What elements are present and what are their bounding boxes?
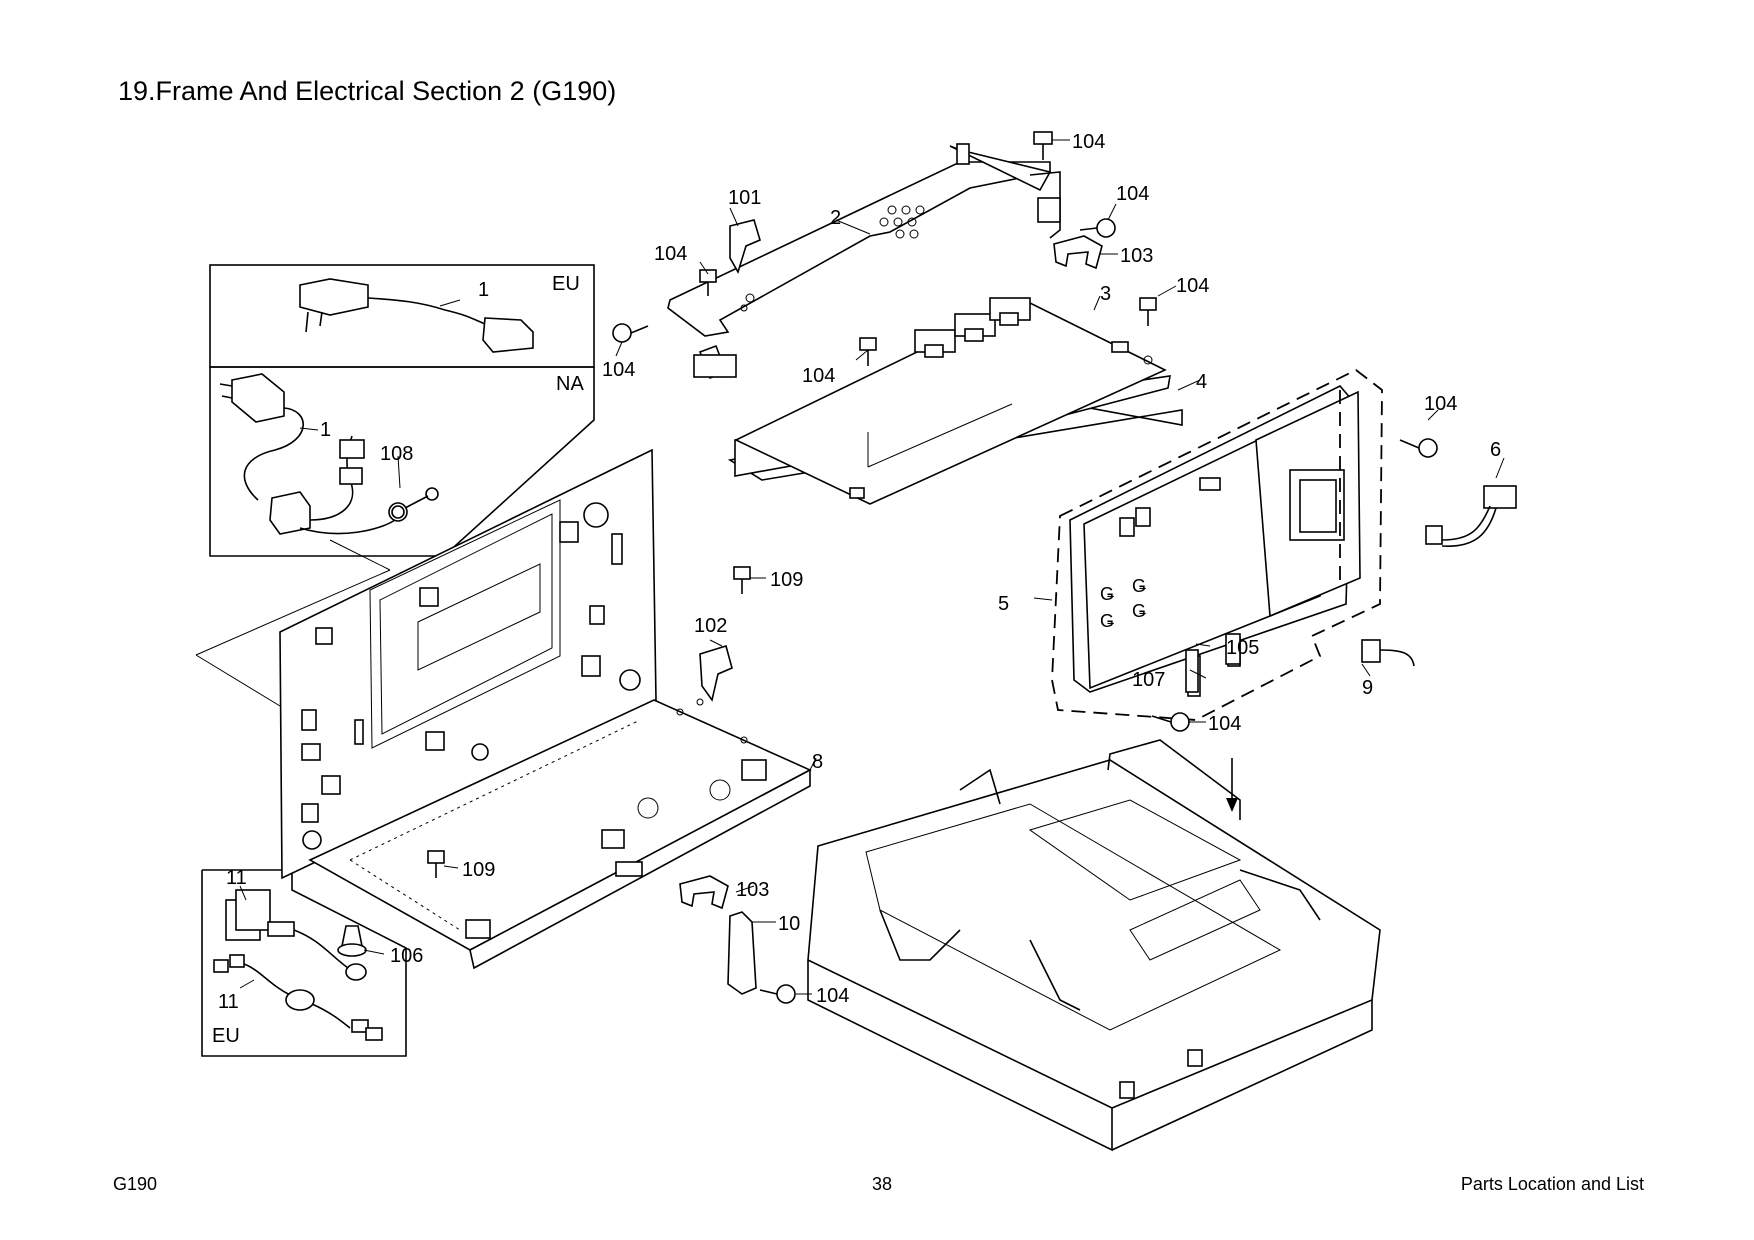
- callout-4: 4: [1196, 371, 1207, 393]
- screw-104-rear: [1399, 438, 1438, 458]
- callout-104: 104: [1072, 131, 1105, 153]
- callout-108: 108: [380, 443, 413, 465]
- screw-109-upper: [733, 566, 751, 594]
- callout-5: 5: [998, 593, 1009, 615]
- na-power-cord: [219, 373, 439, 535]
- inset-label-na: NA: [556, 373, 584, 395]
- page-number: 38: [872, 1174, 893, 1194]
- callout-labels: 104 104 103 101 2 104 104 104 104 3 4 10…: [212, 131, 1501, 1047]
- ground-screw-108: [391, 505, 405, 519]
- screw-104-board-right: [1139, 297, 1157, 326]
- callout-102: 102: [694, 615, 727, 637]
- spacer-105: [1225, 633, 1241, 665]
- rear-panel-assembly: Ǥ Ǥ Ǥ Ǥ: [1051, 368, 1517, 721]
- inset-label-eu: EU: [552, 273, 580, 295]
- clamp-102: [699, 644, 733, 702]
- callout-11: 11: [218, 991, 239, 1013]
- callout-104: 104: [1176, 275, 1209, 297]
- main-frame-plate: [279, 448, 657, 880]
- bottom-tray-frame: [807, 739, 1381, 1152]
- callout-104: 104: [816, 985, 849, 1007]
- callout-109: 109: [770, 569, 803, 591]
- callout-10: 11: [226, 867, 247, 889]
- callout-3: 3: [1100, 283, 1111, 305]
- leader-lines: [239, 139, 1505, 995]
- inset-label-eu-bottom: EU: [212, 1025, 240, 1047]
- base-frame: [308, 698, 812, 970]
- screw-104-right-top: [1079, 218, 1116, 238]
- callout-103: 103: [1120, 245, 1153, 267]
- callout-1: 1: [320, 419, 331, 441]
- callout-8: 8: [812, 751, 823, 773]
- svg-text:Ǥ: Ǥ: [1100, 611, 1114, 631]
- screw-104-left: [612, 323, 649, 343]
- screw-104-rear-bottom: [1151, 712, 1190, 732]
- callout-104: 104: [654, 243, 687, 265]
- svg-text:Ǥ: Ǥ: [1132, 601, 1146, 621]
- callout-104: 104: [1208, 713, 1241, 735]
- callout-103: 103: [736, 879, 769, 901]
- foot-106: [337, 925, 367, 957]
- eu-power-cord: [299, 278, 534, 353]
- callout-104: 104: [1424, 393, 1457, 415]
- upper-bracket: [667, 143, 1061, 380]
- footer-section-name: Parts Location and List: [1460, 1174, 1644, 1194]
- callout-104: 104: [1116, 183, 1149, 205]
- screw-104-left-top: [699, 269, 717, 296]
- bracket-9: [727, 911, 757, 995]
- screw-109-lower: [427, 850, 445, 878]
- screw-104-top: [1033, 131, 1053, 160]
- page-title: 19.Frame And Electrical Section 2 (G190): [118, 76, 617, 106]
- clamp-103-bottom: [679, 875, 729, 910]
- callout-9: 10: [778, 913, 800, 935]
- callout-104: 104: [602, 359, 635, 381]
- power-cord-inset: [195, 264, 595, 707]
- circuit-boards: [727, 297, 1183, 505]
- screw-104-board: [859, 337, 877, 366]
- clamp-103-top: [1053, 235, 1103, 270]
- screw-104-bracket9: [759, 984, 796, 1004]
- svg-text:Ǥ: Ǥ: [1132, 576, 1146, 596]
- callout-105: 105: [1226, 637, 1259, 659]
- svg-text:Ǥ: Ǥ: [1100, 584, 1114, 604]
- clamp-101: [729, 219, 761, 275]
- callout-107: 107: [1132, 669, 1165, 691]
- callout-1: 1: [478, 279, 489, 301]
- callout-104: 104: [802, 365, 835, 387]
- footer-model: G190: [113, 1174, 158, 1194]
- callout-101: 101: [728, 187, 761, 209]
- fasteners: [337, 131, 1438, 1004]
- callout-6: 6: [1490, 439, 1501, 461]
- callout-106: 106: [390, 945, 423, 967]
- callout-7: 9: [1362, 677, 1373, 699]
- callout-109: 109: [462, 859, 495, 881]
- callout-2: 2: [830, 207, 841, 229]
